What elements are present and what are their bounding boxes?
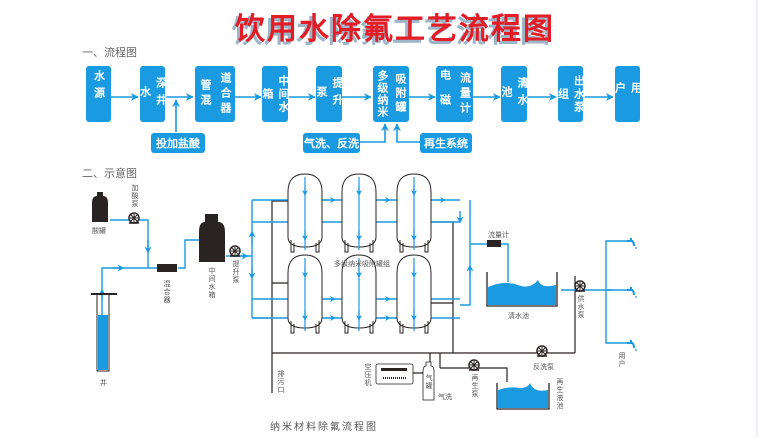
step-label: 道合器 <box>219 71 232 117</box>
faucet-1 <box>626 237 638 250</box>
label-supply-pump: 供水泵 <box>577 295 585 319</box>
clear-pool <box>486 272 558 307</box>
section-heading-schematic: 二、示意图 <box>82 167 137 180</box>
label-well: 井 <box>100 379 107 387</box>
label-mixer: 混合器 <box>163 280 171 304</box>
step-label: 用户 <box>613 81 643 107</box>
regen-tank <box>496 383 550 410</box>
pipe-acid <box>110 219 149 268</box>
label-users: 用户 <box>618 352 626 368</box>
pipe-mixer-out <box>178 239 199 269</box>
label-clear-pool: 清水池 <box>508 312 529 320</box>
middle-tank <box>199 214 225 262</box>
label-air-tank: 气罐 <box>425 374 433 390</box>
lift-pump <box>229 245 241 257</box>
label-air-compressor: 空压机 <box>364 363 372 387</box>
mixer <box>157 264 177 272</box>
step-label: 清水池 <box>500 77 529 111</box>
step-adsorption-tank: 多级纳米吸附罐 <box>373 66 409 122</box>
step-label: 多级纳米 <box>376 70 389 118</box>
step-label: 深井水 <box>138 77 168 111</box>
step-label: 出水泵组 <box>556 74 586 114</box>
pipe-regen <box>440 367 508 382</box>
pipe-well <box>101 267 157 318</box>
step-lift-pump: 提升泵 <box>315 66 344 122</box>
acid-tank <box>92 192 108 222</box>
label-backwash-pump: 反洗泵 <box>533 363 554 371</box>
diagram-caption: 纳米材料除氟流程图 <box>270 422 378 433</box>
step-pipe-mixer: 管混道合器 <box>195 66 235 122</box>
label-acid-pump: 加酸泵 <box>131 184 139 208</box>
step-middle-tank: 中间水箱 <box>261 66 290 122</box>
regen-pump <box>468 359 480 371</box>
air-tank <box>422 361 435 401</box>
label-flowmeter: 流量计 <box>488 231 509 239</box>
step-label: 水源 <box>92 70 106 104</box>
pipe-users <box>605 240 627 344</box>
step-users: 用户 <box>614 66 643 122</box>
arrow-airwash <box>360 123 389 143</box>
page-title: 饮用水除氟工艺流程图 <box>235 12 555 47</box>
faucet-3 <box>626 339 638 352</box>
label-lift-pump: 提升泵 <box>232 260 240 284</box>
step-deep-well: 深井水 <box>139 66 168 122</box>
flowmeter <box>487 240 501 247</box>
step-label: 提升泵 <box>315 77 344 111</box>
label-regen-tank: 再生液池 <box>556 378 564 410</box>
step-clear-pool: 清水池 <box>500 66 529 122</box>
step-flowmeter: 电磁流量计 <box>436 66 473 122</box>
label-air-wash: 气洗 <box>438 393 452 401</box>
acid-pump <box>128 212 140 224</box>
input-add-acid: 投加盐酸 <box>151 133 205 153</box>
label-adsorption-group: 多级纳米吸附罐组 <box>334 260 390 268</box>
label-regen-pump: 再生泵 <box>471 374 479 398</box>
step-water-source: 水源 <box>86 66 111 122</box>
supply-pump <box>574 280 586 292</box>
well <box>91 293 117 372</box>
step-label: 吸附罐 <box>394 73 407 115</box>
step-label: 管混 <box>199 79 212 109</box>
scrollbar[interactable] <box>756 0 758 437</box>
section-heading-flowchart: 一、流程图 <box>82 46 137 59</box>
step-label: 电磁 <box>438 69 452 119</box>
input-regen-system: 再生系统 <box>420 133 472 153</box>
step-label: 流量计 <box>458 71 472 117</box>
step-outlet-pumps: 出水泵组 <box>557 66 586 122</box>
label-acid-tank: 酸罐 <box>92 227 106 235</box>
step-label: 中间水箱 <box>261 74 290 114</box>
label-middle-tank: 中间水箱 <box>208 267 216 299</box>
faucet-2 <box>626 286 638 299</box>
air-compressor <box>375 363 414 385</box>
arrow-regen <box>393 123 420 143</box>
input-air-backwash: 气洗、反洗 <box>303 133 360 153</box>
label-drain: 排污口 <box>277 370 285 394</box>
backwash-pump <box>536 345 548 357</box>
